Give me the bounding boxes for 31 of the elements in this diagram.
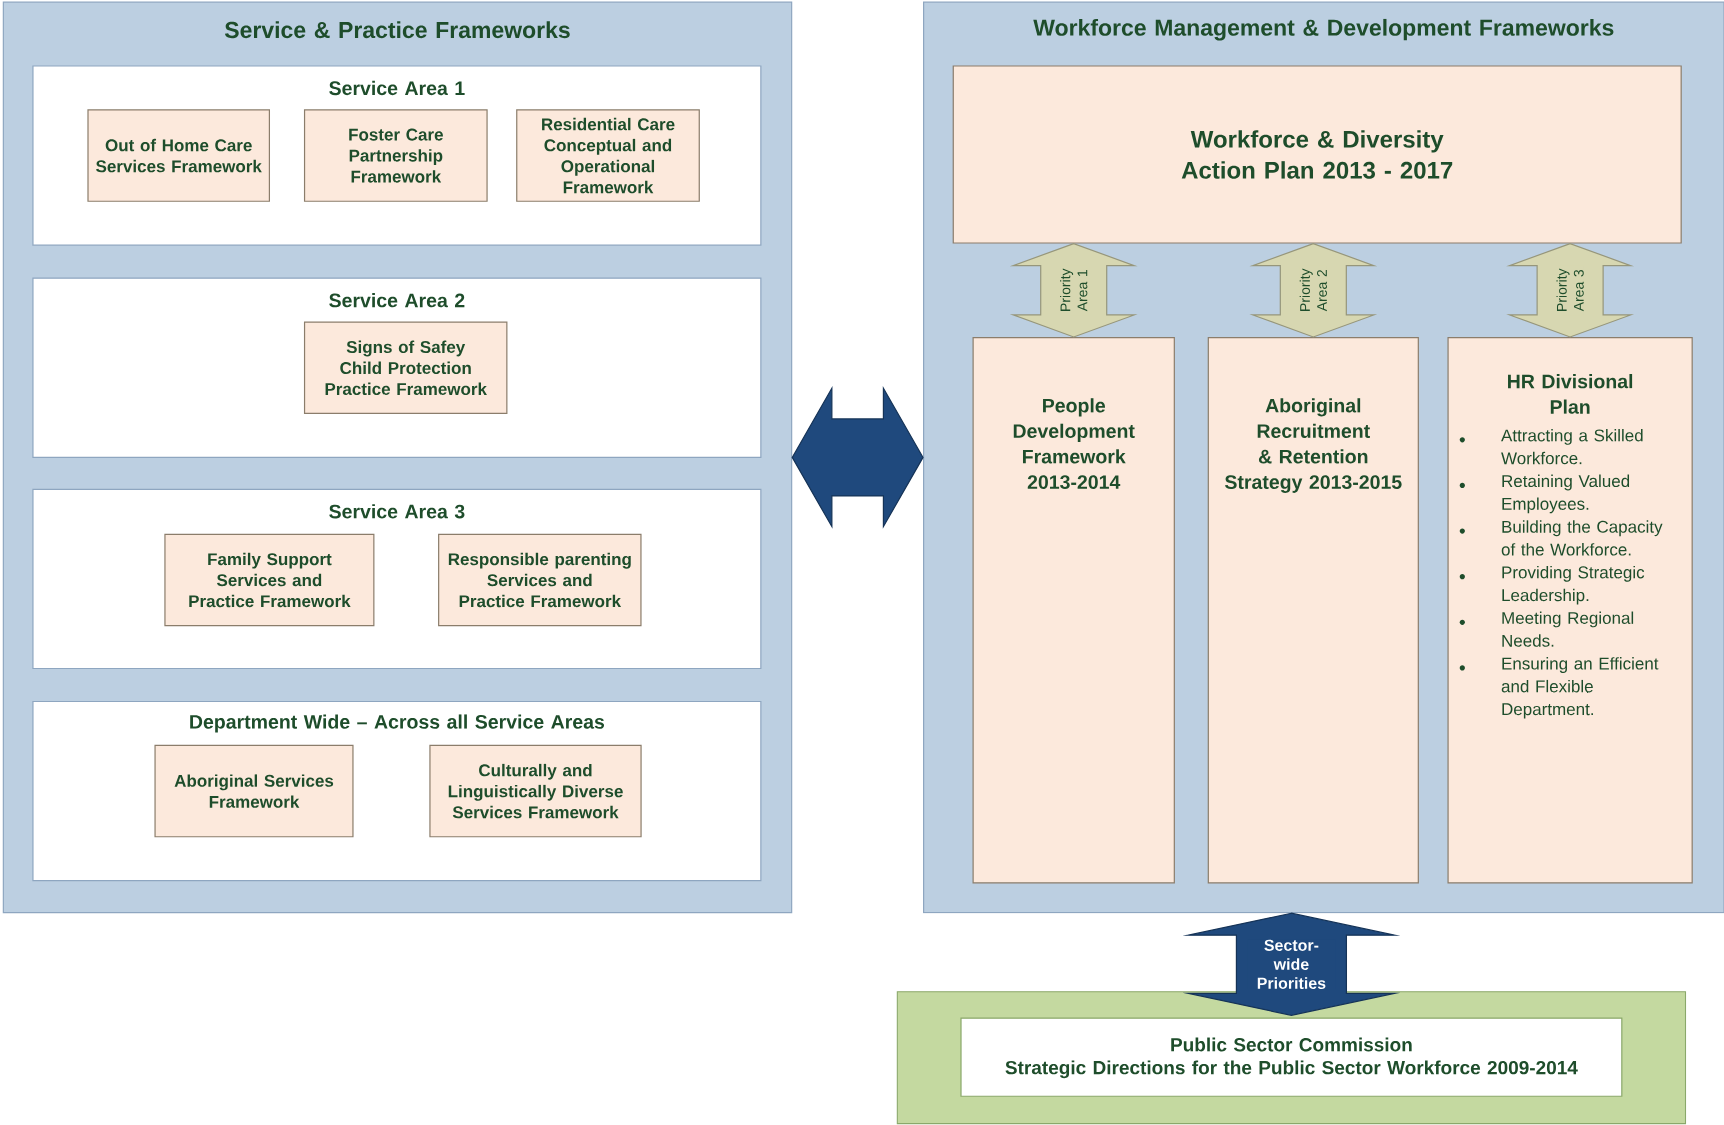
edge-label: Priority Area 1: [1060, 265, 1088, 316]
framework-box: Culturally and Linguistically Diverse Services Framework: [429, 744, 642, 838]
plan-heading: HR Divisional Plan: [1508, 374, 1633, 414]
bullet-text: Retaining Valued Employees.: [1502, 474, 1630, 514]
bullet-text: Attracting a Skilled Workforce.: [1501, 429, 1643, 465]
framework-box: Family Support Services and Practice Framework: [164, 533, 375, 627]
framework-box: Aboriginal Services Framework: [154, 744, 354, 838]
area-heading: Service Area 3: [329, 504, 465, 519]
framework-box: Out of Home Care Services Framework: [87, 109, 270, 202]
block-arrow: [791, 385, 924, 529]
bullet-text: Ensuring an Efficient and Flexible Department.: [1501, 657, 1659, 719]
framework-box: Responsible parenting Services and Practice Framework: [438, 533, 642, 627]
area-heading: Service Area 2: [329, 293, 465, 308]
framework-box: Foster Care Partnership Framework: [303, 109, 488, 202]
commission-text: Strategic Directions for the Public Sector Workforce 2009-2014: [1005, 1060, 1578, 1079]
commission-text: Public Sector Commission: [1171, 1037, 1412, 1052]
edge-label: Sector-wide Priorities: [1247, 939, 1336, 989]
plan-title: Workforce & Diversity Action Plan 2013 - 2017: [1181, 130, 1453, 179]
bullet-text: Building the Capacity of the Workforce.: [1501, 520, 1663, 556]
framework-box: Signs of Safey Child Protection Practice Framework: [303, 321, 508, 415]
bullet-text: Meeting Regional Needs.: [1502, 611, 1634, 647]
strategy-title: Aboriginal Recruitment & Retention Strategy 2013-2015: [1225, 398, 1402, 493]
panel-title: Service & Practice Frameworks: [224, 21, 570, 39]
bullet-text: Providing Strategic Leadership.: [1502, 565, 1645, 605]
edge-label: Priority Area 2: [1299, 265, 1327, 316]
strategy-title: People Development Framework 2013-2014: [1013, 398, 1135, 490]
framework-box: Residential Care Conceptual and Operational Framework: [516, 109, 700, 202]
edge-label: Priority Area 3: [1556, 265, 1584, 316]
panel-title: Workforce Management & Development Frameworks: [1033, 18, 1614, 41]
area-heading: Service Area 1: [329, 80, 465, 96]
area-heading: Department Wide – Across all Service Areas: [190, 714, 605, 733]
